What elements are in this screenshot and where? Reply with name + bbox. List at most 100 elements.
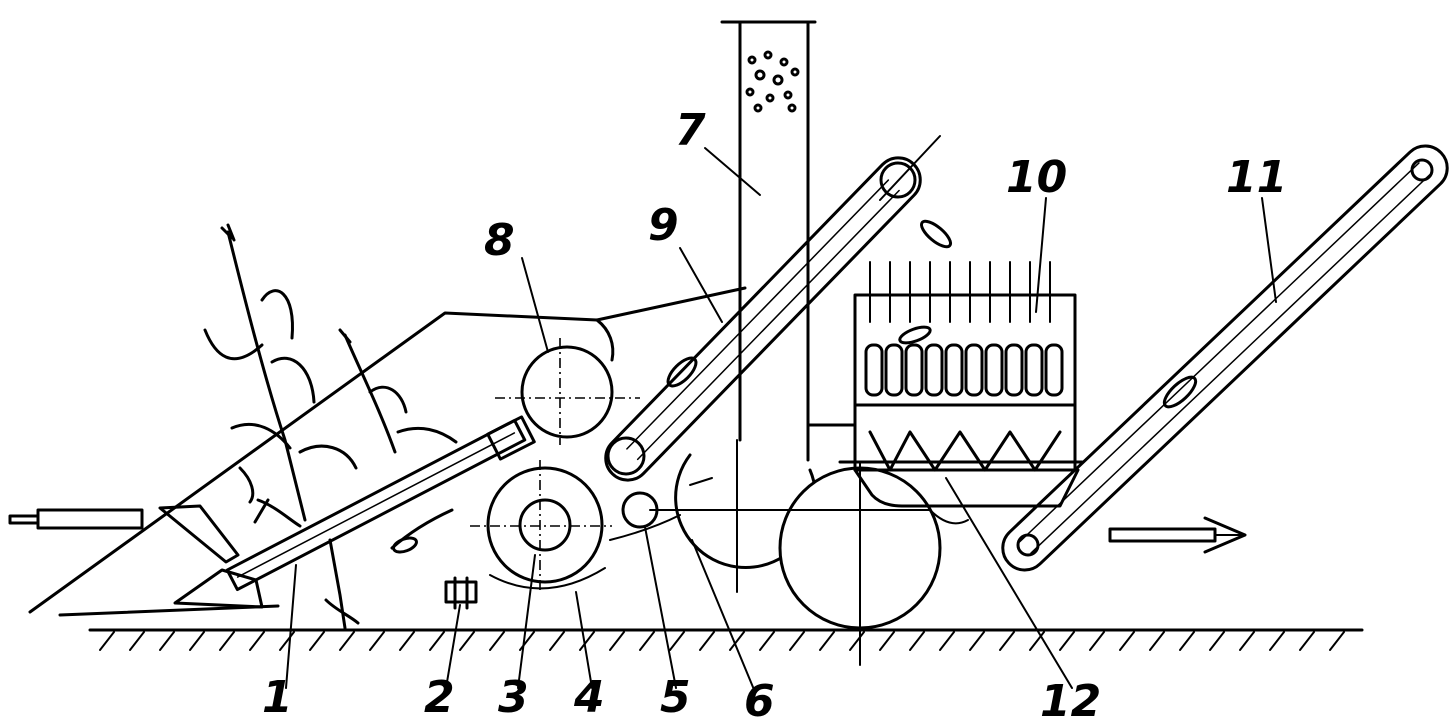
corn-leaf: [230, 422, 292, 450]
ground-hatch-mark: [1149, 631, 1165, 651]
loading-conveyor-body: [1001, 144, 1449, 572]
ground-hatch-mark: [939, 631, 955, 651]
corn-cob: [392, 536, 418, 554]
corn-tassel: [220, 223, 236, 242]
leader-line-4: [575, 591, 593, 689]
leader-line-12: [945, 477, 1073, 689]
callout-10: 10: [1006, 152, 1067, 203]
ground-hatch-mark: [759, 631, 775, 651]
husking-roll: [1044, 343, 1064, 397]
ground-hatch-mark: [1059, 631, 1075, 651]
grain-particles: [745, 50, 800, 113]
ground-hatch-mark: [609, 631, 625, 651]
loading-conveyor-top-pulley: [1410, 158, 1434, 182]
ground-hatch-mark: [339, 631, 355, 651]
leader-line-10: [1035, 197, 1047, 313]
tow-bar-body: [36, 508, 144, 530]
ground-hatch-mark: [969, 631, 985, 651]
cob-elevator-belt: [626, 179, 890, 450]
ground-hatch-mark: [549, 631, 565, 651]
grain-particle: [787, 103, 797, 113]
callout-labels: 1 2 3 4 5 6 7 8 9 10 11 12: [262, 105, 1287, 723]
loading-conveyor-bottom-pulley: [1016, 533, 1040, 557]
snapping-roll: [495, 338, 640, 445]
callout-5: 5: [660, 672, 691, 723]
header-hood: [28, 286, 747, 617]
grain-particle: [783, 90, 793, 100]
ground-hatch-mark: [399, 631, 415, 651]
callout-11: 11: [1226, 152, 1287, 203]
corn-leaf: [324, 598, 360, 625]
ground-sensor-device: [444, 576, 478, 610]
ground-hatch-mark: [309, 631, 325, 651]
support-wheel-arrow: [689, 477, 713, 486]
grain-particle: [779, 57, 789, 67]
husking-roll: [1024, 343, 1044, 397]
cob-on-elevator: [666, 356, 698, 388]
ground-hatch-mark: [369, 631, 385, 651]
husking-unit: [853, 261, 1077, 472]
husking-roll: [864, 343, 884, 397]
ground-hatch-mark: [999, 631, 1015, 651]
ground-hatch-mark: [849, 631, 865, 651]
callout-7: 7: [675, 105, 706, 156]
callout-2: 2: [424, 672, 455, 723]
ground-hatch-mark: [489, 631, 505, 651]
husking-roll: [1004, 343, 1024, 397]
callout-9: 9: [648, 200, 679, 251]
callout-3: 3: [498, 672, 529, 723]
ground-hatch-mark: [159, 631, 175, 651]
cob-on-loader: [1162, 375, 1198, 409]
ground-hatch-mark: [699, 631, 715, 651]
husking-roll: [984, 343, 1004, 397]
husking-roll: [924, 343, 944, 397]
elevator-bottom-pulley: [606, 436, 646, 476]
ground-hatch-mark: [729, 631, 745, 651]
ground-hatch-mark: [1119, 631, 1135, 651]
drive-drum: [470, 460, 612, 592]
leader-line-6: [691, 539, 756, 693]
hopper-outlet: [929, 509, 969, 525]
hood-outline: [28, 286, 747, 614]
corn-stalk: [328, 538, 347, 630]
ground-hatch-mark: [189, 631, 205, 651]
callout-4: 4: [573, 672, 605, 723]
leader-line-8: [521, 257, 549, 353]
loading-conveyor-belt: [1030, 173, 1431, 554]
ground-hatch-mark: [789, 631, 805, 651]
corn-leaf: [260, 289, 294, 340]
ground-hatch-mark: [99, 631, 115, 651]
ground-hatch-mark: [1029, 631, 1045, 651]
chain-link: [609, 514, 681, 541]
ground-hatch-mark: [879, 631, 895, 651]
feeder-conveyor-body: [225, 418, 527, 592]
leader-line-1: [285, 564, 297, 689]
corn-leaf: [390, 508, 454, 550]
ground-hatch-mark: [219, 631, 235, 651]
callout-1: 1: [262, 672, 293, 723]
device-body: [444, 580, 478, 604]
leader-line-11: [1261, 197, 1277, 303]
grain-particle: [753, 103, 763, 113]
ground-hatch-mark: [1329, 631, 1345, 651]
tow-bar-stub: [8, 514, 40, 525]
ground-hatch-mark: [819, 631, 835, 651]
leader-line-9: [679, 247, 723, 323]
crop-divider-lower: [173, 568, 264, 609]
leader-lines: [285, 147, 1277, 693]
discharge-chute: [720, 20, 817, 462]
corn-stalk: [226, 230, 307, 522]
elevator-top-pulley: [879, 161, 917, 199]
grain-particle: [763, 50, 773, 60]
grain-particle: [754, 69, 766, 81]
corn-leaf: [203, 328, 264, 361]
husking-roll: [964, 343, 984, 397]
leader-line-7: [704, 147, 761, 196]
grain-particle: [765, 93, 775, 103]
cob-elevator-belt: [636, 189, 900, 461]
leader-line-3: [517, 554, 536, 689]
corn-leaf: [253, 498, 302, 528]
ground-hatch-mark: [459, 631, 475, 651]
corn-plants: [203, 223, 458, 630]
